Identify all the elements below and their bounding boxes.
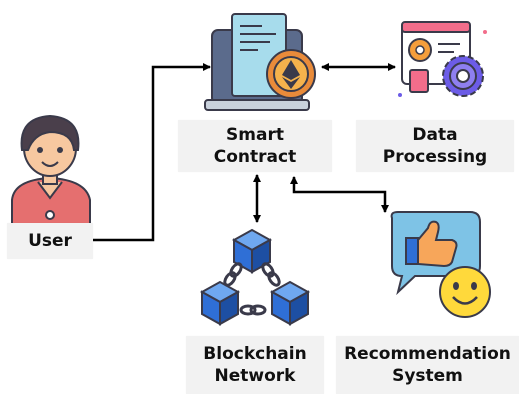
chain-links bbox=[223, 262, 281, 316]
smart-contract-label-line1: Smart bbox=[226, 125, 284, 145]
data-processing-label: Data Processing bbox=[356, 120, 514, 172]
recommendation-label-line2: System bbox=[392, 366, 463, 386]
recommendation-system-label: Recommendation System bbox=[336, 336, 519, 394]
blockchain-label-line2: Network bbox=[214, 366, 296, 386]
connectors bbox=[93, 63, 396, 242]
blockchain-cubes-icon bbox=[199, 228, 311, 326]
data-processing-gear-icon bbox=[398, 21, 487, 97]
user-label: User bbox=[7, 223, 93, 259]
smart-contract-label: Smart Contract bbox=[178, 120, 332, 172]
cube-left bbox=[199, 280, 241, 326]
smart-contract-label-line2: Contract bbox=[213, 147, 297, 167]
user-label-text: User bbox=[28, 231, 72, 251]
recommendation-label-line1: Recommendation bbox=[344, 344, 511, 364]
arrow-smart-contract-recommendation bbox=[290, 176, 389, 213]
blockchain-network-label: Blockchain Network bbox=[186, 336, 324, 394]
thumbs-up-smiley-icon bbox=[390, 211, 491, 318]
user-avatar-icon bbox=[11, 114, 91, 231]
smart-contract-ethereum-icon bbox=[204, 13, 316, 111]
data-processing-label-line2: Processing bbox=[382, 147, 488, 167]
data-processing-label-line1: Data bbox=[412, 125, 458, 145]
cube-right bbox=[269, 280, 311, 326]
arrow-user-to-smart-contract bbox=[93, 63, 211, 242]
blockchain-label-line1: Blockchain bbox=[203, 344, 307, 364]
